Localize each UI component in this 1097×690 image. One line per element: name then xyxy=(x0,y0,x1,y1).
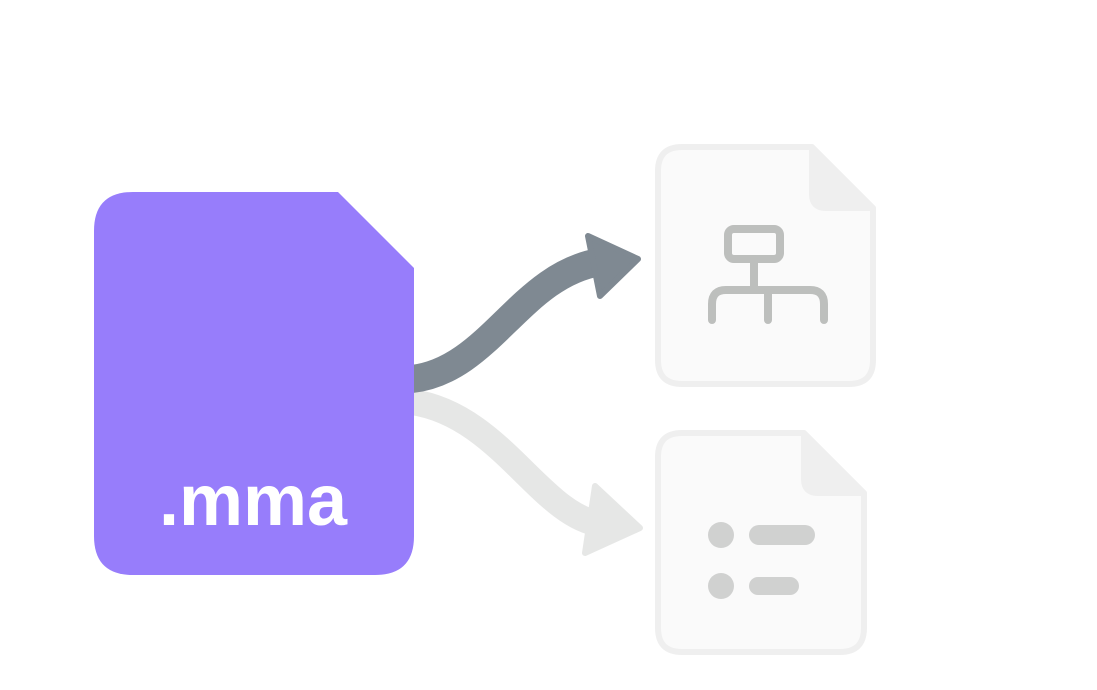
arrow-upper-head xyxy=(585,233,641,299)
hierarchy-icon xyxy=(708,225,828,324)
list-icon xyxy=(708,522,815,599)
output-doc-mind-map xyxy=(655,144,876,387)
doc-outline-fold xyxy=(801,433,864,496)
source-file-shape xyxy=(94,192,414,575)
source-file: .mma xyxy=(94,192,414,575)
arrow-lower-head xyxy=(582,483,643,556)
arrow-upper-body xyxy=(398,248,614,393)
doc-mind-map-fold xyxy=(809,147,873,211)
arrow-to-outline xyxy=(399,389,643,556)
arrow-lower-body xyxy=(399,389,613,537)
output-doc-outline xyxy=(655,430,867,655)
file-extension-label: .mma xyxy=(159,461,348,541)
arrow-to-mind-map xyxy=(398,233,641,393)
